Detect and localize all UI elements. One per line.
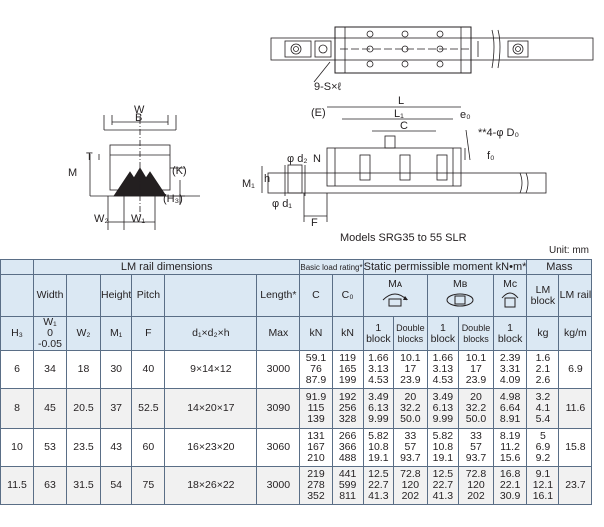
col-f: F — [131, 316, 166, 351]
ma-label: Mᴀ — [388, 277, 403, 290]
group-lm-rail: LM rail dimensions — [32, 259, 301, 275]
models-caption: Models SRG35 to 55 SLR — [340, 232, 467, 244]
spec-table: LM rail dimensions Basic load rating* St… — [0, 259, 593, 505]
col-m1: M₁ — [99, 316, 133, 351]
header-group-row: LM rail dimensions Basic load rating* St… — [0, 259, 593, 275]
top-view — [270, 26, 594, 83]
col-h3: H₃ — [0, 316, 34, 351]
dim-b: B — [135, 112, 142, 124]
dim-l: L — [398, 95, 404, 107]
dim-w2: W₂ — [94, 213, 109, 225]
dim-h3: (H₃) — [163, 193, 183, 205]
mc-moment-icon — [501, 292, 519, 307]
col-mb-double: Double blocks — [458, 316, 494, 351]
col-kgm: kg/m — [558, 316, 593, 351]
col-d1d2h: d₁×d₂×h — [164, 316, 258, 351]
dim-w1: W₁ — [131, 213, 145, 225]
dim-d2: φ d₂ — [287, 153, 308, 165]
group-mass: Mass — [526, 259, 593, 275]
col-kn-c: kN — [299, 316, 333, 351]
group-static-moment: Static permissible moment kN•m* — [362, 259, 528, 275]
dim-f0: f₀ — [487, 150, 495, 162]
mb-moment-icon — [446, 293, 474, 306]
col-w1: W₁ 0 -0.05 — [33, 316, 67, 351]
dim-d0: **4-φ D₀ — [478, 127, 519, 139]
mb-label: Mʙ — [453, 277, 468, 290]
col-width: Width — [33, 274, 67, 317]
col-mb: Mʙ — [426, 274, 494, 317]
col-mc-1block: 1 block — [492, 316, 528, 351]
technical-drawing: 9-S×ℓ W B T M (K) (H₃) W₂ W₁ L L₁ C (E) … — [68, 26, 594, 230]
col-ma: Mᴀ — [362, 274, 428, 317]
dim-m1: M₁ — [242, 178, 255, 190]
dim-n: N — [313, 153, 321, 165]
dim-e0: e₀ — [460, 109, 471, 121]
dim-h: h — [264, 173, 270, 185]
col-c0: C₀ — [331, 274, 364, 317]
dim-d1: φ d₁ — [272, 198, 292, 210]
col-lm-rail: LM rail — [558, 274, 593, 317]
ma-moment-icon — [382, 293, 409, 306]
col-ma-double: Double blocks — [393, 316, 428, 351]
mc-label: Mc — [503, 277, 518, 290]
col-height: Height — [99, 274, 133, 317]
dim-c: C — [400, 120, 408, 132]
dim-k: (K) — [172, 165, 187, 177]
side-view — [261, 106, 547, 222]
header-label-row: Width Height Pitch Length* C C₀ Mᴀ Mʙ Mc… — [0, 274, 593, 317]
end-view — [89, 115, 200, 230]
dim-t: T — [86, 151, 93, 163]
col-kn-c0: kN — [331, 316, 364, 351]
col-kg: kg — [526, 316, 560, 351]
col-mc: Mc — [492, 274, 528, 317]
group-basic-load: Basic load rating* — [299, 259, 364, 275]
col-max: Max — [256, 316, 301, 351]
col-ma-1block: 1 block — [362, 316, 395, 351]
dim-m: M — [68, 167, 77, 179]
col-pitch: Pitch — [131, 274, 166, 317]
callout-9sxl: 9-S×ℓ — [314, 81, 342, 93]
dim-f: F — [311, 217, 318, 229]
col-c: C — [299, 274, 333, 317]
dim-w: W — [134, 104, 145, 116]
dim-e: (E) — [311, 107, 326, 119]
dim-l1: L₁ — [394, 108, 404, 120]
col-length: Length* — [256, 274, 301, 317]
header-sub-row: H₃ W₁ 0 -0.05 W₂ M₁ F d₁×d₂×h Max kN kN … — [0, 316, 593, 351]
unit-label: Unit: mm — [549, 245, 589, 256]
col-w2: W₂ — [66, 316, 101, 351]
col-mb-1block: 1 block — [426, 316, 460, 351]
col-lm-block: LM block — [526, 274, 560, 317]
